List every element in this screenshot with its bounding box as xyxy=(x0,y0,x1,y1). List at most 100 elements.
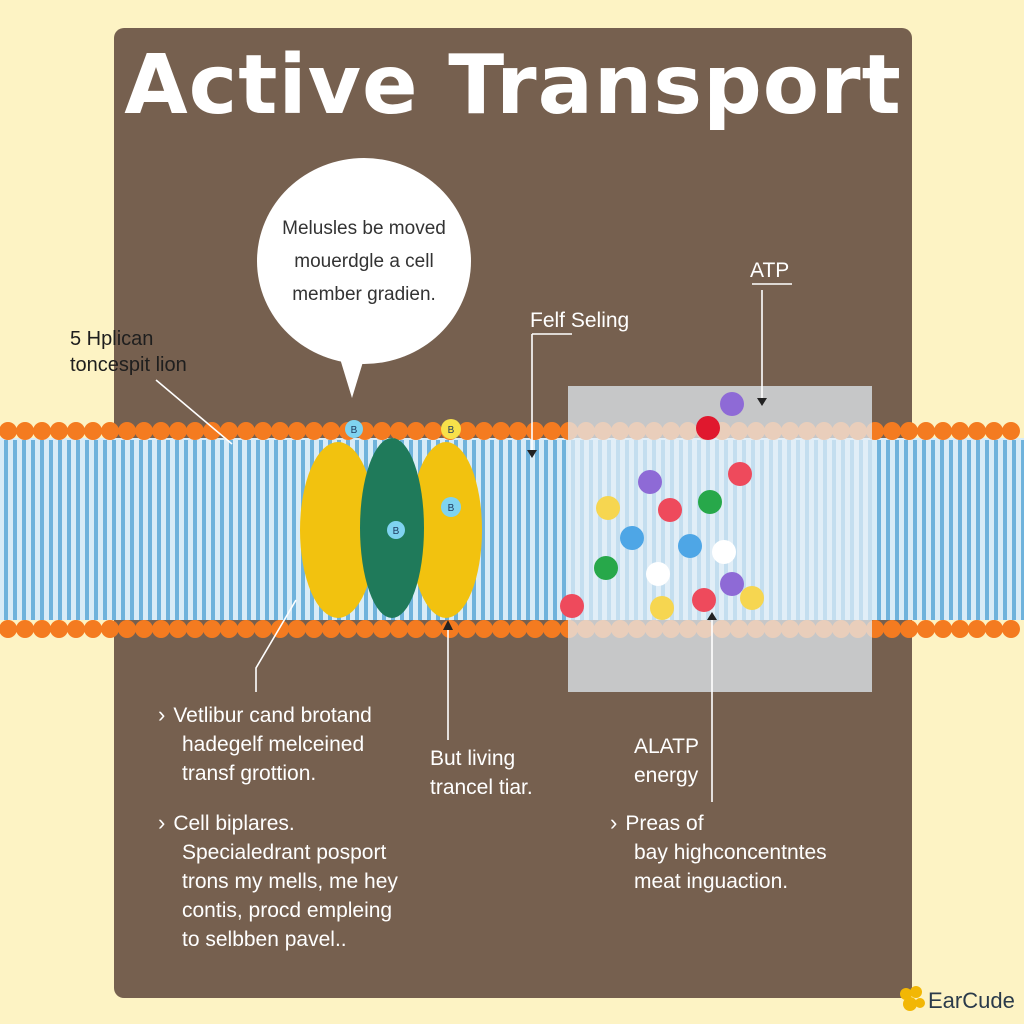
lipid-head xyxy=(509,620,527,638)
lipid-tail xyxy=(247,440,251,620)
bubble-line: mouerdgle a cell xyxy=(294,251,434,272)
lipid-tail xyxy=(976,440,980,620)
lipid-head xyxy=(67,620,85,638)
lipid-head xyxy=(254,422,272,440)
lipid-head xyxy=(339,620,357,638)
protein-subunit-left xyxy=(300,442,376,618)
lipid-head xyxy=(186,620,204,638)
lipid-tail xyxy=(931,440,935,620)
lipid-head xyxy=(424,422,442,440)
bullet-text: trons my mells, me hey xyxy=(182,870,398,893)
lipid-tail xyxy=(490,440,494,620)
lipid-tail xyxy=(112,440,116,620)
lipid-head xyxy=(985,620,1003,638)
lipid-head xyxy=(373,422,391,440)
lipid-head xyxy=(322,422,340,440)
pointer-felf-label xyxy=(531,333,572,456)
lipid-head xyxy=(135,422,153,440)
lipid-head xyxy=(288,422,306,440)
lipid-head xyxy=(271,422,289,440)
lipid-tail xyxy=(67,440,71,620)
energy-annotation-line: energy xyxy=(634,764,699,787)
lipid-tail xyxy=(130,440,134,620)
lipid-head xyxy=(169,620,187,638)
lipid-head xyxy=(322,620,340,638)
lipid-head xyxy=(152,422,170,440)
speech-bubble-tail xyxy=(338,352,366,398)
lipid-tail xyxy=(85,440,89,620)
lipid-tail xyxy=(166,440,170,620)
lipid-head xyxy=(934,620,952,638)
lipid-head xyxy=(16,620,34,638)
lipid-head xyxy=(288,620,306,638)
lipid-tail xyxy=(517,440,521,620)
brand-logo-icon xyxy=(900,986,925,1011)
bullet-text: Vetlibur cand brotand xyxy=(173,704,372,727)
lipid-head xyxy=(424,620,442,638)
lipid-head xyxy=(390,422,408,440)
bullet-text: contis, procd empleing xyxy=(182,899,393,922)
lipid-head xyxy=(135,620,153,638)
lipid-tail xyxy=(499,440,503,620)
molecule xyxy=(638,470,662,494)
brand-name: EarCude xyxy=(928,988,1015,1013)
energy-annotation-line: ALATP xyxy=(634,735,699,758)
bullet-item: ›Cell biplares. Specialedrant posport tr… xyxy=(158,808,458,954)
lipid-head xyxy=(526,620,544,638)
lipid-head xyxy=(407,422,425,440)
lipid-tail xyxy=(1003,440,1007,620)
lipid-tail xyxy=(58,440,62,620)
bullet-text: Cell biplares. xyxy=(173,812,295,835)
molecule xyxy=(712,540,736,564)
lipid-tail xyxy=(886,440,890,620)
lipid-head xyxy=(475,620,493,638)
speech-bubble xyxy=(257,158,471,364)
lipid-tail xyxy=(103,440,107,620)
lipid-tail xyxy=(256,440,260,620)
badge-circle xyxy=(441,419,461,439)
lipid-tail xyxy=(238,440,242,620)
lipid-head xyxy=(254,620,272,638)
lipid-head xyxy=(169,422,187,440)
arrowhead-center xyxy=(443,620,453,630)
lipid-head xyxy=(33,422,51,440)
badge-label: B xyxy=(393,526,400,537)
chevron-right-icon: › xyxy=(610,810,618,835)
chevron-right-icon: › xyxy=(158,702,166,727)
bullet-item: ›Preas of bay highconcentntes meat ingua… xyxy=(610,808,870,896)
arrowhead-felf xyxy=(527,450,537,458)
lipid-tail xyxy=(22,440,26,620)
lipid-tail xyxy=(922,440,926,620)
molecule xyxy=(728,462,752,486)
lipid-tail xyxy=(967,440,971,620)
lipid-tail xyxy=(940,440,944,620)
lipid-tail xyxy=(13,440,17,620)
arrowhead-atp xyxy=(757,398,767,406)
lipid-head xyxy=(50,422,68,440)
left-annotation: 5 Hplican toncespit lion xyxy=(70,326,187,378)
lipid-head xyxy=(917,422,935,440)
energy-annotation: ALATP energy xyxy=(634,732,699,790)
lipid-head xyxy=(101,620,119,638)
lipid-head xyxy=(237,620,255,638)
molecule xyxy=(594,556,618,580)
molecule xyxy=(740,586,764,610)
lipid-head xyxy=(475,422,493,440)
molecule xyxy=(646,562,670,586)
bubble-line: Melusles be moved xyxy=(282,218,446,239)
pointer-lines xyxy=(155,283,792,802)
lipid-tail xyxy=(481,440,485,620)
lipid-head xyxy=(84,422,102,440)
molecule xyxy=(678,534,702,558)
molecule xyxy=(620,526,644,550)
badge-label: B xyxy=(448,503,455,514)
bullet-text: transf grottion. xyxy=(182,762,317,785)
center-annotation-line: But living xyxy=(430,747,516,770)
lipid-head xyxy=(968,422,986,440)
lipid-tail xyxy=(994,440,998,620)
molecule xyxy=(692,588,716,612)
molecule xyxy=(698,490,722,514)
lipid-head xyxy=(33,620,51,638)
badge-circle xyxy=(387,521,405,539)
lipid-tail xyxy=(202,440,206,620)
